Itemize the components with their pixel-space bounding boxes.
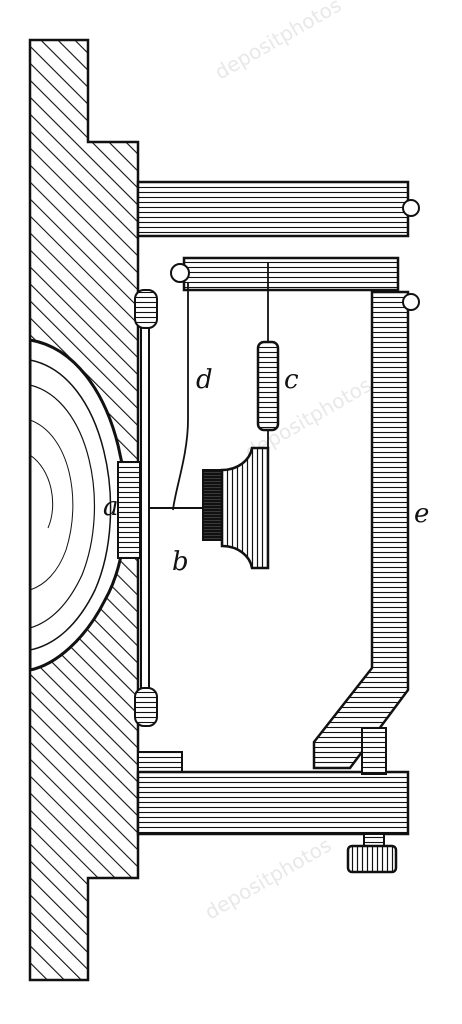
svg-text:depositphotos: depositphotos: [211, 0, 346, 84]
label-c: c: [284, 365, 299, 395]
label-b: b: [172, 547, 189, 577]
carbon-button: [202, 446, 270, 570]
spring-arm-e: [312, 290, 420, 770]
vertical-plate: [134, 289, 158, 727]
weight-c: [256, 340, 280, 432]
suspension-wires: [172, 262, 269, 511]
diaphragm-boss: [117, 461, 141, 559]
diaphragm-cavity: [30, 338, 128, 672]
adjusting-screw: [346, 727, 398, 874]
label-d: d: [196, 365, 213, 395]
top-bracket: [136, 180, 420, 292]
svg-text:depositphotos: depositphotos: [201, 833, 336, 925]
label-e: e: [414, 499, 429, 529]
label-a: a: [103, 492, 119, 522]
bottom-bracket: [136, 751, 410, 836]
